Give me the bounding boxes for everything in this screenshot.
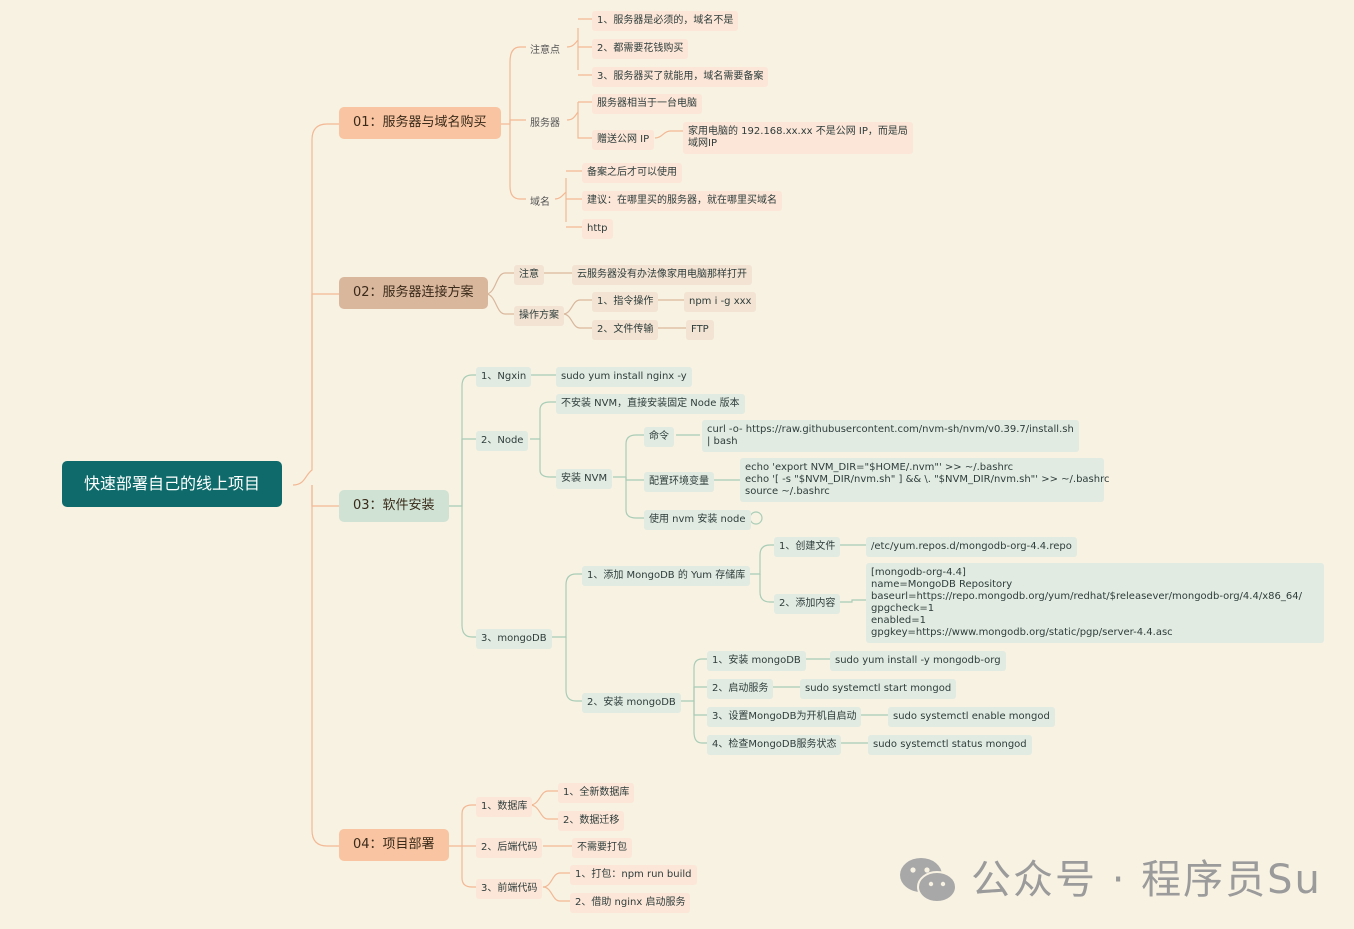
node-03-ngxin[interactable]: 1、Ngxin — [476, 367, 532, 387]
topic-03[interactable]: 03：软件安装 — [339, 490, 449, 522]
watermark: 公众号 · 程序员Su — [897, 853, 1322, 907]
node-04-db[interactable]: 1、数据库 — [476, 797, 533, 817]
node-02-c2[interactable]: 2、文件传输 — [592, 320, 659, 340]
node-03-m2b[interactable]: 2、启动服务 — [707, 679, 774, 699]
node-04-fe1[interactable]: 1、打包：npm run build — [570, 865, 697, 885]
node-01-f2[interactable]: 赠送公网 IP — [592, 130, 655, 150]
node-02-c2a[interactable]: FTP — [686, 320, 714, 340]
node-01-f1[interactable]: 服务器相当于一台电脑 — [592, 94, 702, 114]
root-topic[interactable]: 快速部署自己的线上项目 — [62, 461, 283, 507]
node-03-m2a-val[interactable]: sudo yum install -y mongodb-org — [830, 651, 1006, 671]
node-03-m1[interactable]: 1、添加 MongoDB 的 Yum 存储库 — [582, 566, 751, 586]
node-03-nvm[interactable]: 安装 NVM — [556, 469, 613, 489]
node-03-ngxin-cmd[interactable]: sudo yum install nginx -y — [556, 367, 692, 387]
node-01-y1[interactable]: 备案之后才可以使用 — [582, 163, 682, 183]
node-zhuyidian[interactable]: 注意点 — [530, 45, 560, 56]
wechat-icon — [900, 858, 957, 903]
node-03-m2b-val[interactable]: sudo systemctl start mongod — [800, 679, 957, 699]
node-04-fe[interactable]: 3、前端代码 — [476, 879, 543, 899]
node-01-z2[interactable]: 2、都需要花钱购买 — [592, 39, 689, 59]
topic-01[interactable]: 01：服务器与域名购买 — [339, 107, 501, 139]
node-03-m2c[interactable]: 3、设置MongoDB为开机自启动 — [707, 707, 862, 727]
node-03-m1a-val[interactable]: /etc/yum.repos.d/mongodb-org-4.4.repo — [866, 537, 1077, 557]
node-01-f2a[interactable]: 家用电脑的 192.168.xx.xx 不是公网 IP，而是局 域网IP — [683, 122, 913, 154]
node-04-db2[interactable]: 2、数据迁移 — [558, 811, 625, 831]
topic-04[interactable]: 04：项目部署 — [339, 829, 449, 861]
node-02-z1[interactable]: 云服务器没有办法像家用电脑那样打开 — [572, 265, 752, 285]
node-03-m2c-val[interactable]: sudo systemctl enable mongod — [888, 707, 1055, 727]
node-01-z1[interactable]: 1、服务器是必须的，域名不是 — [592, 11, 739, 31]
node-04-fe2[interactable]: 2、借助 nginx 启动服务 — [570, 893, 691, 913]
node-03-nvm-use[interactable]: 使用 nvm 安装 node — [644, 510, 751, 530]
node-02-c1[interactable]: 1、指令操作 — [592, 292, 659, 312]
node-03-m1b[interactable]: 2、添加内容 — [774, 594, 841, 614]
node-03-node1[interactable]: 不安装 NVM，直接安装固定 Node 版本 — [556, 394, 745, 414]
node-03-nvm-cmd[interactable]: 命令 — [644, 427, 674, 447]
node-03-m2a[interactable]: 1、安装 mongoDB — [707, 651, 806, 671]
node-03-nvm-env-val[interactable]: echo 'export NVM_DIR="$HOME/.nvm"' >> ~/… — [740, 458, 1109, 502]
node-03-node[interactable]: 2、Node — [476, 431, 529, 451]
node-03-nvm-env[interactable]: 配置环境变量 — [644, 472, 714, 492]
node-02-caozuo[interactable]: 操作方案 — [514, 306, 564, 326]
node-01-y3[interactable]: http — [582, 219, 613, 239]
node-03-m2d-val[interactable]: sudo systemctl status mongod — [868, 735, 1032, 755]
node-04-be[interactable]: 2、后端代码 — [476, 838, 543, 858]
node-03-nvm-cmd-val[interactable]: curl -o- https://raw.githubusercontent.c… — [702, 420, 1079, 452]
node-04-be1[interactable]: 不需要打包 — [572, 838, 632, 858]
watermark-text: 公众号 · 程序员Su — [971, 857, 1322, 903]
node-03-mongo[interactable]: 3、mongoDB — [476, 629, 552, 649]
node-03-m1a[interactable]: 1、创建文件 — [774, 537, 841, 557]
node-01-z3[interactable]: 3、服务器买了就能用，域名需要备案 — [592, 67, 769, 87]
node-03-m2[interactable]: 2、安装 mongoDB — [582, 693, 681, 713]
node-03-m1b-val[interactable]: [mongodb-org-4.4] name=MongoDB Repositor… — [866, 563, 1324, 643]
node-02-c1a[interactable]: npm i -g xxx — [684, 292, 757, 312]
node-fuwuqi[interactable]: 服务器 — [530, 118, 560, 129]
node-02-zhuyi[interactable]: 注意 — [514, 265, 544, 285]
node-03-m2d[interactable]: 4、检查MongoDB服务状态 — [707, 735, 842, 755]
topic-02[interactable]: 02：服务器连接方案 — [339, 277, 488, 309]
node-04-db1[interactable]: 1、全新数据库 — [558, 783, 635, 803]
node-yuming[interactable]: 域名 — [530, 197, 550, 208]
node-01-y2[interactable]: 建议：在哪里买的服务器，就在哪里买域名 — [582, 191, 782, 211]
